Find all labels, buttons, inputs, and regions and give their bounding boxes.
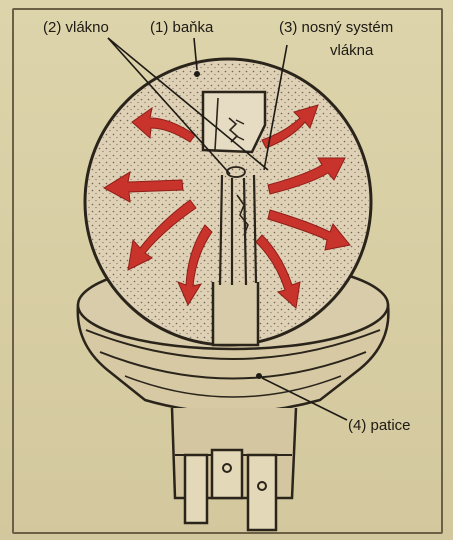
label-support-line1: (3) nosný systém (279, 19, 393, 36)
label-support-line2: vlákna (330, 42, 374, 59)
connector-pin-middle (212, 450, 242, 498)
connector-base (172, 408, 296, 530)
label-bulb: (1) baňka (150, 19, 214, 36)
label-base: (4) patice (348, 417, 411, 434)
label-filament: (2) vlákno (43, 19, 109, 36)
connector-pin-left (185, 455, 207, 523)
connector-pin-right (248, 455, 276, 530)
